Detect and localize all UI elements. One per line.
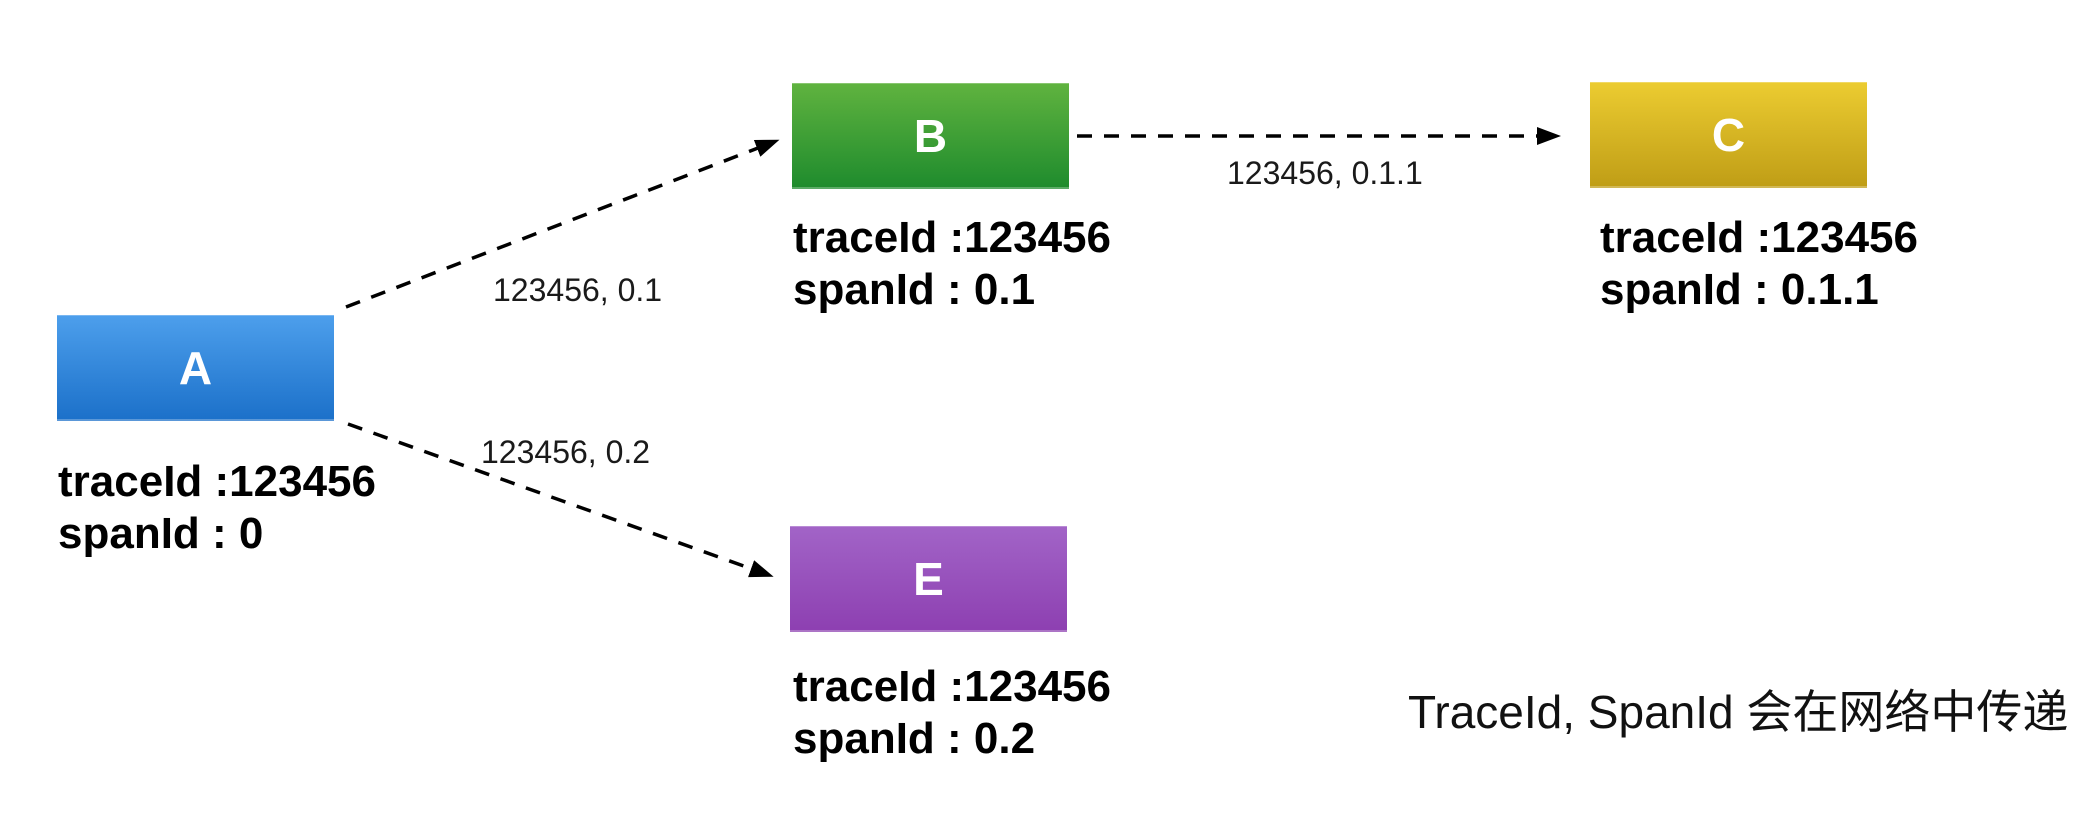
edge-label-a-to-e: 123456, 0.2 [481,434,651,470]
span-id-line-e: spanId : 0.2 [793,714,1036,763]
span-id-line-c: spanId : 0.1.1 [1600,265,1879,314]
node-letter-a: A [178,342,213,394]
span-id-line-a: spanId : 0 [58,509,264,558]
node-box-c: C [1590,82,1867,188]
node-trace-info-b: traceId :123456 spanId : 0.1 [793,212,1111,316]
node-trace-info-e: traceId :123456 spanId : 0.2 [793,661,1111,765]
span-id-line-b: spanId : 0.1 [793,265,1036,314]
node-letter-b: B [913,110,948,162]
node-trace-info-a: traceId :123456 spanId : 0 [58,456,376,560]
caption-text: TraceId, SpanId 会在网络中传递 [1408,686,2069,738]
trace-id-line-b: traceId :123456 [793,213,1111,262]
node-trace-info-c: traceId :123456 spanId : 0.1.1 [1600,212,1918,316]
trace-id-line-c: traceId :123456 [1600,213,1918,262]
trace-id-line-e: traceId :123456 [793,662,1111,711]
trace-id-line-a: traceId :123456 [58,457,376,506]
node-box-b: B [792,83,1069,189]
node-letter-c: C [1711,109,1746,161]
edge-label-b-to-c: 123456, 0.1.1 [1227,155,1423,191]
node-letter-e: E [913,553,944,605]
node-box-a: A [57,315,334,421]
edge-label-a-to-b: 123456, 0.1 [493,272,663,308]
node-box-e: E [790,526,1067,632]
